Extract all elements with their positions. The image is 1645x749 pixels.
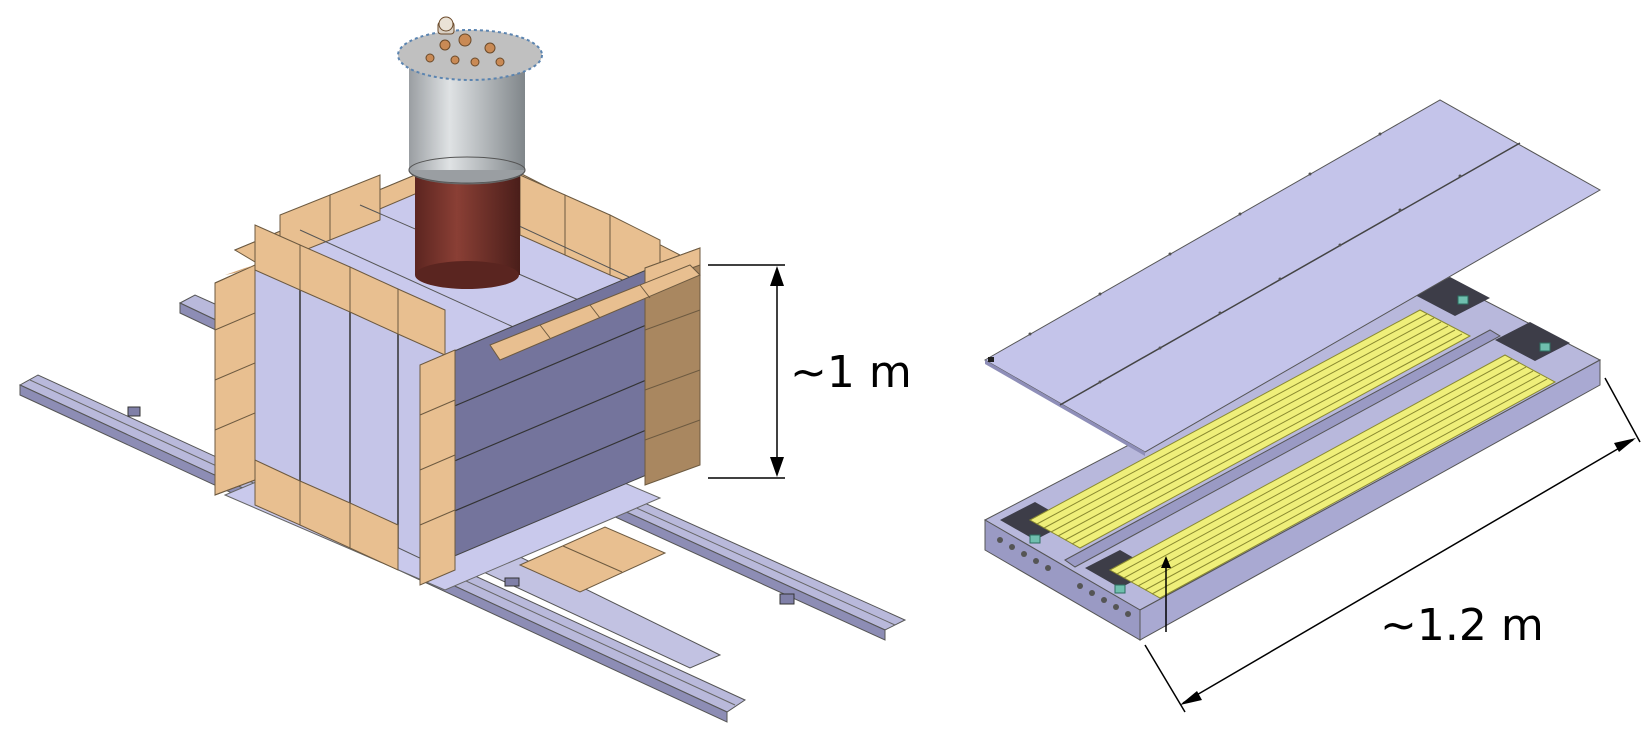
right-dimension-label: ~1.2 m: [1380, 600, 1544, 651]
right-dimension-indicator: ~1.2 m: [1144, 377, 1641, 713]
left-wood-column: [214, 264, 256, 496]
right-wood-column: [644, 247, 701, 486]
sensor-blocks: [1029, 295, 1551, 594]
left-dimension-indicator: ~1 m: [708, 264, 912, 479]
tray-center-divider: [1064, 329, 1502, 568]
left-dimension-label: ~1 m: [790, 347, 912, 398]
right-tray-assembly: [983, 99, 1602, 641]
rail-clamps: [127, 406, 795, 605]
tray-right-wall: [1139, 359, 1601, 641]
cryostat-cylinder: [397, 16, 543, 289]
front-left-panel-lines: [299, 286, 399, 548]
tray-lid-edge: [985, 360, 1145, 456]
front-corner-wood-column: [419, 349, 456, 586]
scintillator-bars-left: [1028, 309, 1472, 549]
bottom-wood-blocks: [518, 526, 667, 593]
rail-back-right: [598, 491, 907, 641]
tray-lid-screws: [1028, 132, 1462, 384]
cryostat-flange-ports: [425, 16, 505, 67]
tray-lid-marker: [988, 357, 994, 362]
tray-wall-holes: [997, 537, 1131, 617]
front-right-panel-lines: [444, 314, 671, 516]
left-detector-assembly: [18, 16, 907, 723]
scintillator-bars-right: [1108, 354, 1557, 599]
tray-inner-arrow: [1161, 556, 1171, 632]
front-left-wood-strips: [254, 224, 446, 571]
top-front-wood-bar: [489, 264, 701, 361]
tray-lid-seam: [1059, 142, 1521, 406]
